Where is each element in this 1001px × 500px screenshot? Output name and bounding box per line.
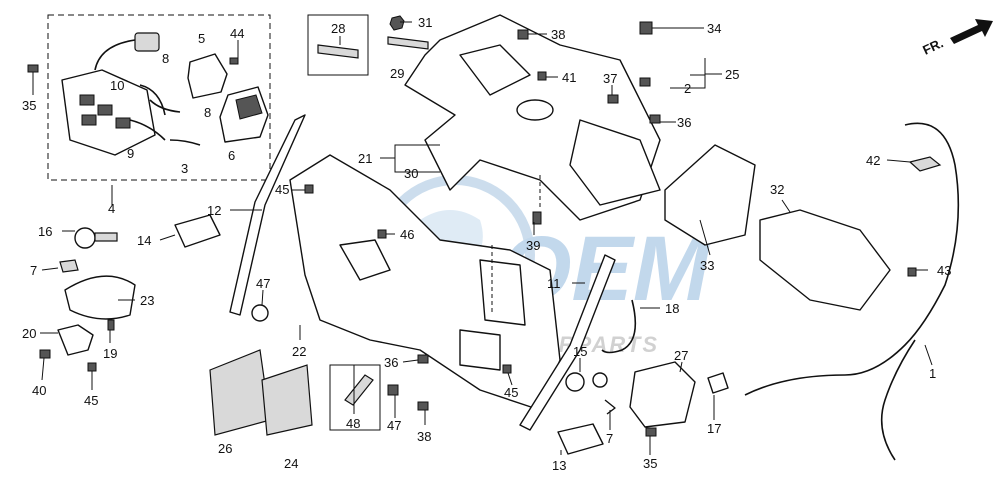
callout-46: 46 [400,227,414,242]
part-cable-18 [601,299,637,354]
callout-2: 2 [684,81,691,96]
part-side-molding-11 [519,254,616,431]
callout-7b: 7 [606,431,613,446]
callout-30: 30 [404,166,418,181]
part-48-box [329,364,381,431]
part-grommet-48 [344,374,374,406]
callout-19: 19 [103,346,117,361]
part-clip-7a [59,259,79,273]
callout-45b: 45 [84,393,98,408]
callout-12: 12 [207,203,221,218]
part-box-27 [629,361,696,428]
part-clip-17 [707,372,729,394]
part-31-nut [389,15,405,31]
part-inner-upper-panel [404,14,661,221]
callout-15: 15 [573,344,587,359]
part-cable-1-branch [880,339,916,461]
front-direction-indicator: FR. [920,19,993,58]
callout-23: 23 [140,293,154,308]
part-lid-23 [64,275,136,320]
callout-3: 3 [181,161,188,176]
callout-32: 32 [770,182,784,197]
callout-24: 24 [284,456,298,471]
part-switch-cover-6 [219,86,269,143]
callout-36b: 36 [384,355,398,370]
callout-22: 22 [292,344,306,359]
direction-label: FR. [920,35,945,57]
callout-36a: 36 [677,115,691,130]
callout-7a: 7 [30,263,37,278]
part-side-molding-12 [229,114,306,316]
part-pad-26 [209,349,271,436]
part-cover-33 [664,144,756,246]
part-air-duct-14 [174,214,221,248]
fasteners [27,21,917,437]
callout-labels: 28 29 31 38 41 34 25 2 37 36 21 30 39 33… [22,15,951,473]
callout-45c: 45 [504,385,518,400]
callout-45a: 45 [275,182,289,197]
part-bush-47 [251,304,269,322]
callout-38b: 38 [417,429,431,444]
part-clip-42 [908,156,942,172]
part-29-strip [387,36,429,50]
callout-16: 16 [38,224,52,239]
part-28-box [307,14,369,76]
direction-arrow-icon [950,19,993,44]
callout-9: 9 [127,146,134,161]
callout-18: 18 [665,301,679,316]
part-cover-32 [759,209,891,311]
part-switch-5 [187,53,228,99]
callout-26: 26 [218,441,232,456]
callout-28: 28 [331,21,345,36]
callout-6: 6 [228,148,235,163]
callout-39: 39 [526,238,540,253]
callout-25: 25 [725,67,739,82]
callout-47b: 47 [387,418,401,433]
part-28-strip [317,44,359,59]
callout-42: 42 [866,153,880,168]
callout-21: 21 [358,151,372,166]
part-key-cylinder-16 [74,227,118,249]
callout-1: 1 [929,366,936,381]
part-cable-1 [744,122,960,396]
part-air-duct-13 [557,423,604,455]
part-bracket-20 [57,324,94,356]
callout-41: 41 [562,70,576,85]
callout-31: 31 [418,15,432,30]
callout-43: 43 [937,263,951,278]
callout-35b: 35 [643,456,657,471]
part-lock-15 [565,372,608,392]
callout-14: 14 [137,233,151,248]
callout-40: 40 [32,383,46,398]
callout-4: 4 [108,201,115,216]
callout-10: 10 [110,78,124,93]
callout-8a: 8 [162,51,169,66]
leader-lines [32,21,933,455]
switch-assembly-group-box [47,14,271,181]
callout-13: 13 [552,458,566,473]
part-wire-harness [129,84,201,146]
callout-17: 17 [707,421,721,436]
callout-38a: 38 [551,27,565,42]
callout-5: 5 [198,31,205,46]
part-switch-panel [61,32,160,156]
callout-47a: 47 [256,276,270,291]
callout-37: 37 [603,71,617,86]
callout-27: 27 [674,348,688,363]
callout-48: 48 [346,416,360,431]
callout-35a: 35 [22,98,36,113]
callout-34: 34 [707,21,721,36]
callout-29: 29 [390,66,404,81]
callout-11: 11 [547,276,561,291]
callout-44: 44 [230,26,244,41]
callout-20: 20 [22,326,36,341]
part-pad-24 [261,364,313,436]
callout-33: 33 [700,258,714,273]
callout-8b: 8 [204,105,211,120]
part-inner-lower-panel [289,154,561,411]
